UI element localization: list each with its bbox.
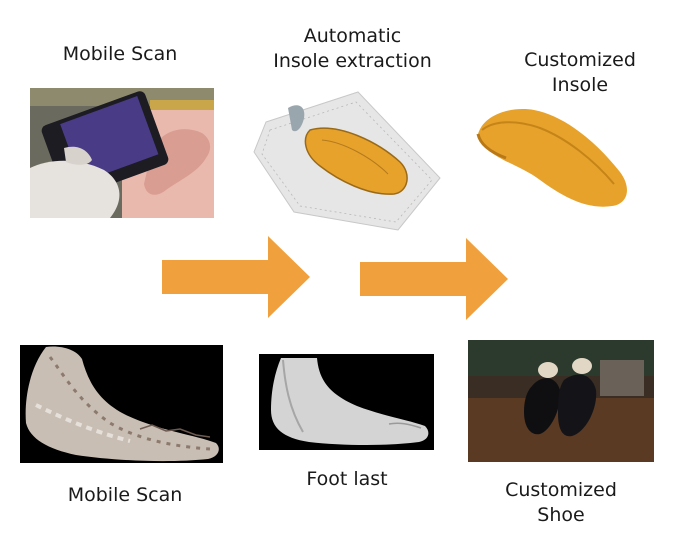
- foot-scan-mesh: [20, 345, 223, 463]
- top-mobile-scan-caption: Mobile Scan: [62, 43, 178, 65]
- right-arrow-icon: [360, 238, 508, 320]
- right-arrow-icon: [162, 236, 310, 318]
- customized-shoe-caption: Customized Shoe: [505, 479, 617, 526]
- customized-insole-caption: Customized Insole: [524, 49, 636, 96]
- foot-last-caption: Foot last: [306, 468, 388, 490]
- mobile-scan-photo: [30, 88, 214, 218]
- foot-last-render: [259, 354, 434, 450]
- automatic-insole-extraction-caption: Automatic Insole extraction: [273, 25, 432, 72]
- bottom-mobile-scan-caption: Mobile Scan: [67, 484, 183, 506]
- insole-extraction-pointcloud: [248, 82, 448, 234]
- customized-shoe-photo: [468, 340, 654, 462]
- customized-insole-render: [470, 100, 632, 212]
